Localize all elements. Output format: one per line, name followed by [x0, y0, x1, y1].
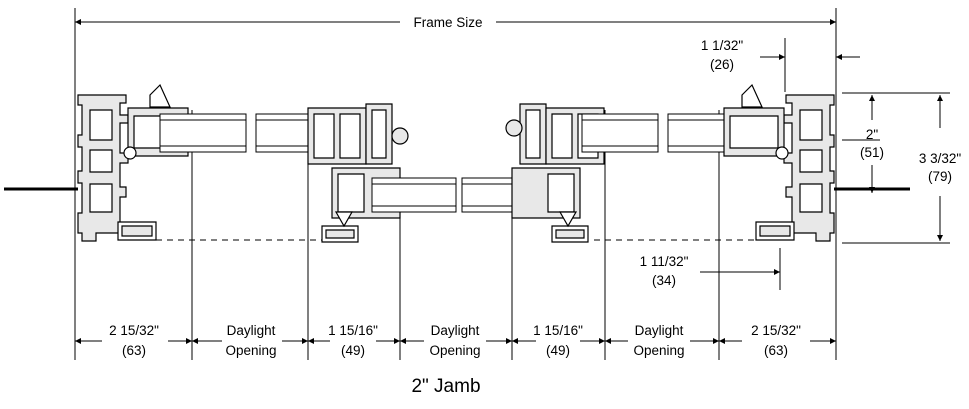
dim-right-outer-imperial: 3 3/32"	[919, 151, 962, 166]
dim-right-outer: 3 3/32" (79)	[919, 95, 962, 241]
daylight-1-line1: Daylight	[227, 323, 276, 338]
dim-seg-7-metric: (63)	[764, 343, 788, 358]
dim-seg-3-metric: (49)	[341, 343, 365, 358]
dim-right-inner: 2" (51)	[860, 95, 884, 193]
dim-mid-right-imperial: 1 11/32"	[640, 254, 689, 269]
daylight-2-line2: Opening	[429, 343, 480, 358]
left-frame-profile	[77, 83, 189, 242]
dim-seg-1-imperial: 2 15/32"	[109, 323, 159, 338]
bottom-dimension-labels: 2 15/32" (63) Daylight Opening 1 15/16" …	[109, 323, 801, 358]
dim-top-right-metric: (26)	[710, 57, 734, 72]
dim-right-outer-metric: (79)	[928, 169, 952, 184]
frame-size-label: Frame Size	[413, 15, 482, 30]
dim-seg-7-imperial: 2 15/32"	[751, 323, 801, 338]
dim-top-right: 1 1/32" (26)	[701, 38, 860, 72]
dim-seg-1-metric: (63)	[122, 343, 146, 358]
caption: 2" Jamb	[411, 376, 480, 397]
glass-left	[159, 113, 309, 153]
daylight-3-line2: Opening	[633, 343, 684, 358]
dim-right-inner-metric: (51)	[860, 145, 884, 160]
dim-mid-right: 1 11/32" (34)	[640, 254, 780, 288]
dim-seg-5-imperial: 1 15/16"	[533, 323, 583, 338]
dim-right-inner-imperial: 2"	[866, 127, 879, 142]
dim-top-right-imperial: 1 1/32"	[701, 38, 744, 53]
daylight-1-line2: Opening	[225, 343, 276, 358]
daylight-3-line1: Daylight	[635, 323, 684, 338]
daylight-2-line1: Daylight	[431, 323, 480, 338]
glass-right	[581, 113, 755, 153]
glass-center	[371, 177, 547, 213]
dim-seg-5-metric: (49)	[546, 343, 570, 358]
frame-size-dimension: Frame Size	[75, 15, 836, 30]
dim-seg-3-imperial: 1 15/16"	[328, 323, 378, 338]
dim-mid-right-metric: (34)	[652, 273, 676, 288]
right-frame-profile	[723, 83, 835, 242]
left-sash-profile	[307, 103, 409, 243]
